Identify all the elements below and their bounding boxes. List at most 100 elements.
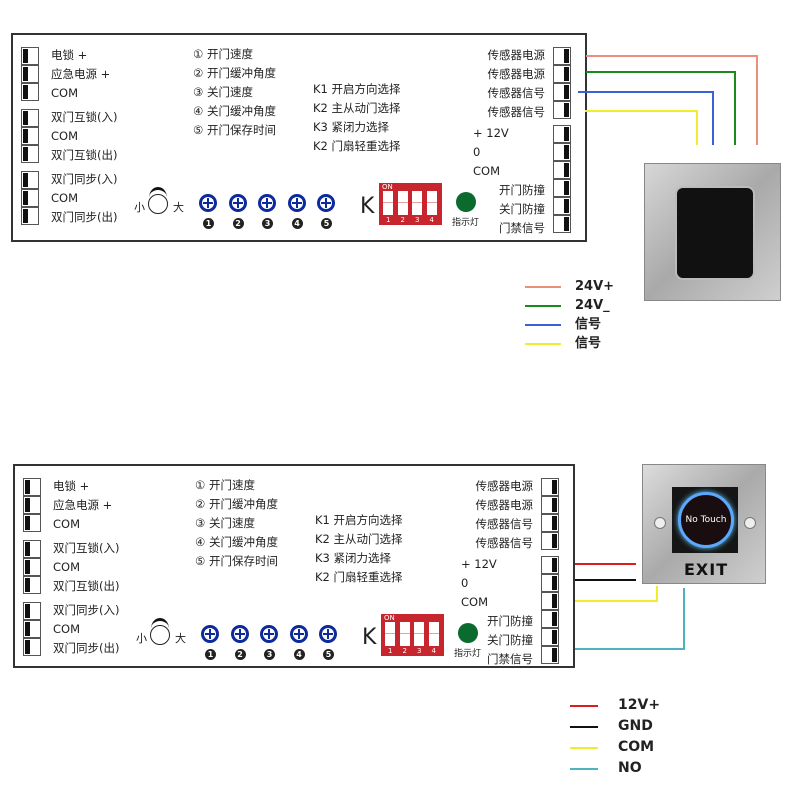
dip-toggle-1[interactable]: [385, 622, 395, 646]
terminal-label: 双门同步(出): [51, 210, 118, 224]
terminal-label: 应急电源 +: [51, 67, 111, 81]
pot-function-label: ① 开门速度: [195, 478, 255, 492]
terminal-contact: [23, 67, 28, 81]
wire-24v-plus: [586, 55, 758, 145]
terminal-label: 传感器电源: [487, 67, 546, 81]
left-terminal-block: [23, 540, 41, 594]
cross-icon: [205, 633, 215, 635]
terminal-label: 双门互锁(出): [51, 148, 118, 162]
cross-icon: [323, 633, 333, 635]
pot-number-badge: 2: [232, 218, 244, 229]
pot-function-label: ⑤ 开门保存时间: [193, 123, 276, 137]
potentiometer-5[interactable]: [317, 194, 335, 212]
terminal-contact: [564, 163, 569, 177]
sensitivity-knob[interactable]: [150, 625, 170, 645]
pot-function-label: ④ 关门缓冲角度: [195, 535, 278, 549]
potentiometer-5[interactable]: [319, 625, 337, 643]
terminal-label: COM: [53, 560, 81, 574]
terminal-contact: [552, 480, 557, 494]
sensor-terminal-block: [553, 47, 571, 119]
potentiometer-1[interactable]: [199, 194, 217, 212]
potentiometer-2[interactable]: [230, 625, 249, 643]
terminal-contact: [23, 147, 28, 161]
terminal-slot: [553, 215, 571, 233]
knob-arc-icon: [149, 187, 167, 208]
indicator-label: 指示灯: [454, 649, 482, 659]
dip-toggle-4[interactable]: [428, 622, 439, 646]
dip-number: 1: [388, 647, 393, 655]
terminal-contact: [25, 542, 30, 556]
cross-icon: [264, 633, 274, 635]
dip-toggle-3[interactable]: [414, 622, 424, 646]
dip-toggle-3[interactable]: [412, 191, 422, 215]
terminal-contact: [25, 578, 30, 592]
terminal-label: 0: [473, 145, 481, 159]
dip-on-label: ON: [384, 614, 395, 622]
dip-toggle-2[interactable]: [397, 191, 408, 215]
legend-item: 24V_: [525, 296, 645, 315]
cross-icon: [262, 202, 272, 204]
terminal-label: 传感器电源: [475, 498, 534, 512]
terminal-contact: [25, 516, 30, 530]
sensor-window: [675, 186, 755, 280]
terminal-contact: [564, 85, 569, 99]
dip-function-label: K2 主从动门选择: [313, 101, 401, 115]
terminal-label: 开门防撞: [487, 614, 533, 628]
microwave-sensor-device: [644, 163, 781, 301]
dip-toggle-2[interactable]: [399, 622, 410, 646]
terminal-slot: [541, 610, 559, 628]
terminal-label: 电锁 +: [51, 48, 88, 62]
terminal-label: 传感器信号: [487, 105, 546, 119]
pot-function-label: ① 开门速度: [193, 47, 253, 61]
terminal-contact: [25, 560, 30, 574]
dip-toggle-1[interactable]: [383, 191, 393, 215]
pot-number-badge: 4: [291, 218, 303, 229]
terminal-slot: [21, 171, 39, 189]
terminal-contact: [564, 181, 569, 195]
terminal-label: 电锁 +: [53, 479, 90, 493]
legend-item: GND: [570, 717, 690, 738]
legend-swatch: [525, 343, 561, 345]
cross-icon: [321, 202, 331, 204]
terminal-contact: [25, 498, 30, 512]
potentiometer-3[interactable]: [258, 194, 276, 212]
potentiometer-2[interactable]: [228, 194, 247, 212]
sensor-terminal-block: [541, 478, 559, 550]
terminal-contact: [564, 67, 569, 81]
terminal-slot: [21, 47, 39, 65]
wire-signal-yellow: [585, 110, 698, 145]
pot-number-badge: 5: [321, 218, 332, 229]
wire-com: [568, 586, 658, 602]
pot-number-badge: 3: [264, 649, 275, 660]
terminal-label: + 12V: [461, 557, 497, 571]
dip-number: 2: [402, 647, 407, 655]
dip-number: 3: [415, 216, 420, 224]
dip-number: 4: [431, 647, 436, 655]
indicator-led: [458, 623, 478, 643]
legend-swatch: [570, 747, 598, 749]
legend-swatch: [525, 305, 561, 307]
terminal-slot: [541, 574, 559, 592]
terminal-contact: [23, 209, 28, 223]
terminal-slot: [23, 576, 41, 594]
potentiometer-4[interactable]: [287, 194, 306, 212]
terminal-contact: [552, 558, 557, 572]
terminal-label: 双门同步(出): [53, 641, 120, 655]
terminal-slot: [553, 47, 571, 65]
terminal-slot: [553, 179, 571, 197]
terminal-label: 关门防撞: [499, 202, 545, 216]
terminal-contact: [564, 49, 569, 63]
sensitivity-knob[interactable]: [148, 194, 168, 214]
potentiometer-1[interactable]: [201, 625, 219, 643]
potentiometer-4[interactable]: [289, 625, 308, 643]
potentiometer-3[interactable]: [260, 625, 278, 643]
terminal-contact: [552, 594, 557, 608]
terminal-contact: [552, 612, 557, 626]
dip-toggle-4[interactable]: [426, 191, 437, 215]
legend-item: 12V+: [570, 696, 690, 717]
pot-function-label: ③ 关门速度: [193, 85, 253, 99]
